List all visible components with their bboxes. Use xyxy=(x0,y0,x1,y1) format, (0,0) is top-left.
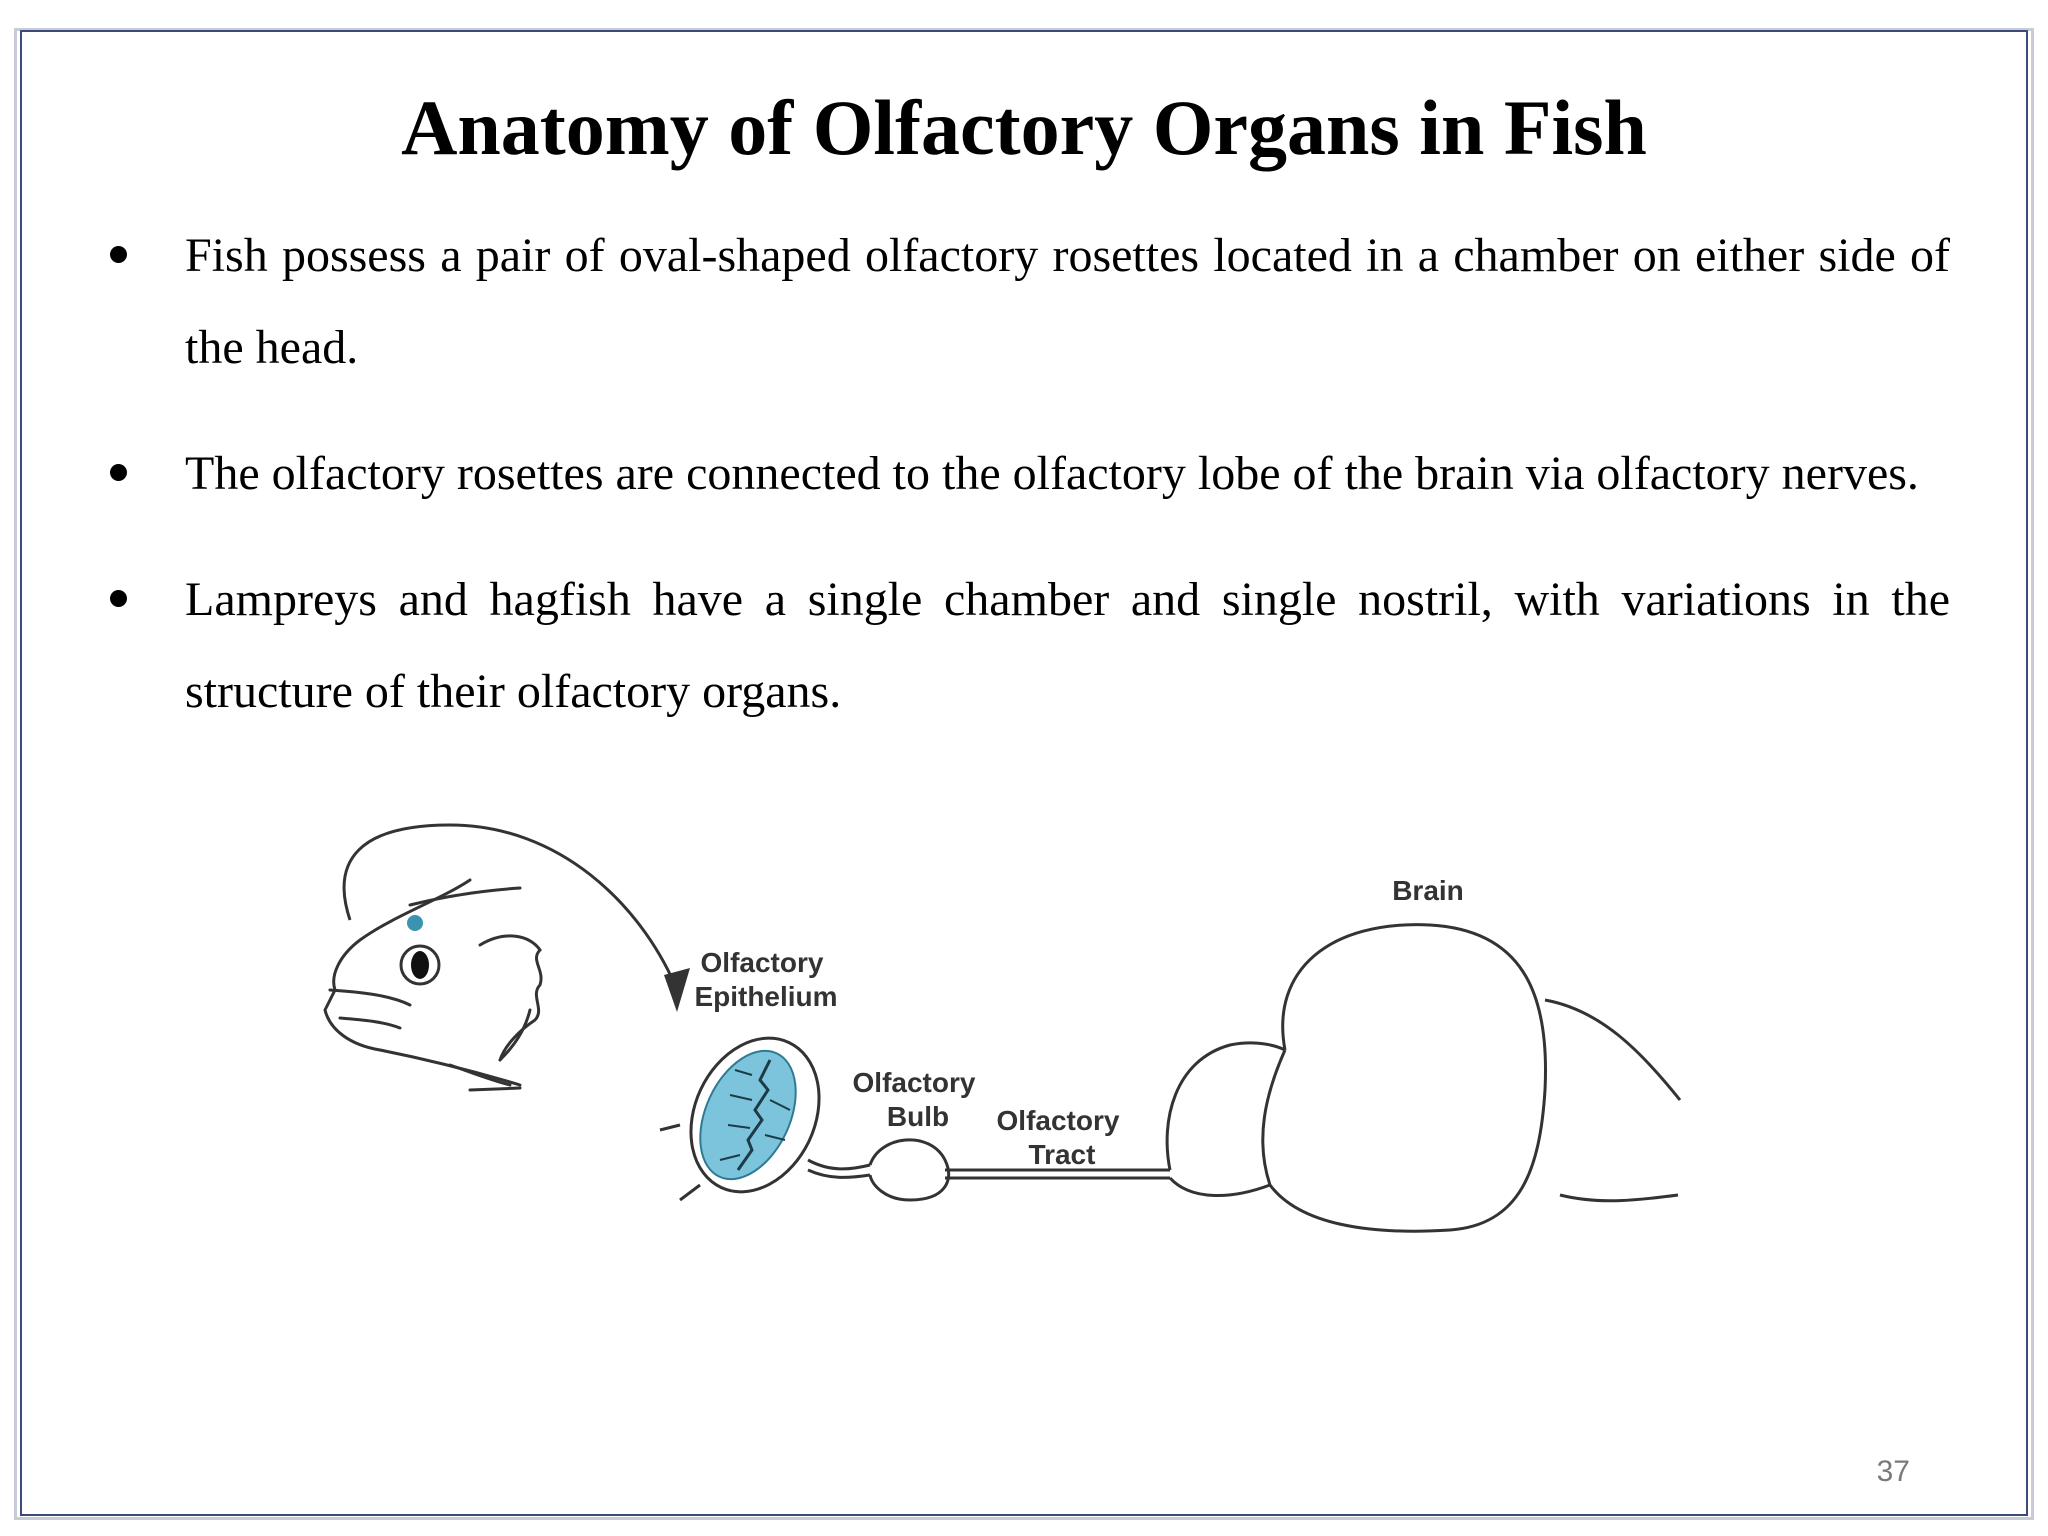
bullet-icon xyxy=(110,464,127,481)
slide-outer-frame xyxy=(14,28,2034,1520)
bullet-icon xyxy=(110,590,127,607)
bullet-item: The olfactory rosettes are connected to … xyxy=(110,428,1950,520)
bullet-text: The olfactory rosettes are connected to … xyxy=(185,447,1919,500)
page-number: 37 xyxy=(1876,1455,1910,1488)
bullet-icon xyxy=(110,246,127,263)
bullet-item: Fish possess a pair of oval-shaped olfac… xyxy=(110,210,1950,394)
bullet-text: Fish possess a pair of oval-shaped olfac… xyxy=(185,229,1950,374)
bullet-list: Fish possess a pair of oval-shaped olfac… xyxy=(110,210,1950,772)
slide-title: Anatomy of Olfactory Organs in Fish xyxy=(401,84,1647,171)
bullet-item: Lampreys and hagfish have a single chamb… xyxy=(110,554,1950,738)
slide-frame xyxy=(20,30,2028,1516)
bullet-text: Lampreys and hagfish have a single chamb… xyxy=(185,573,1950,718)
